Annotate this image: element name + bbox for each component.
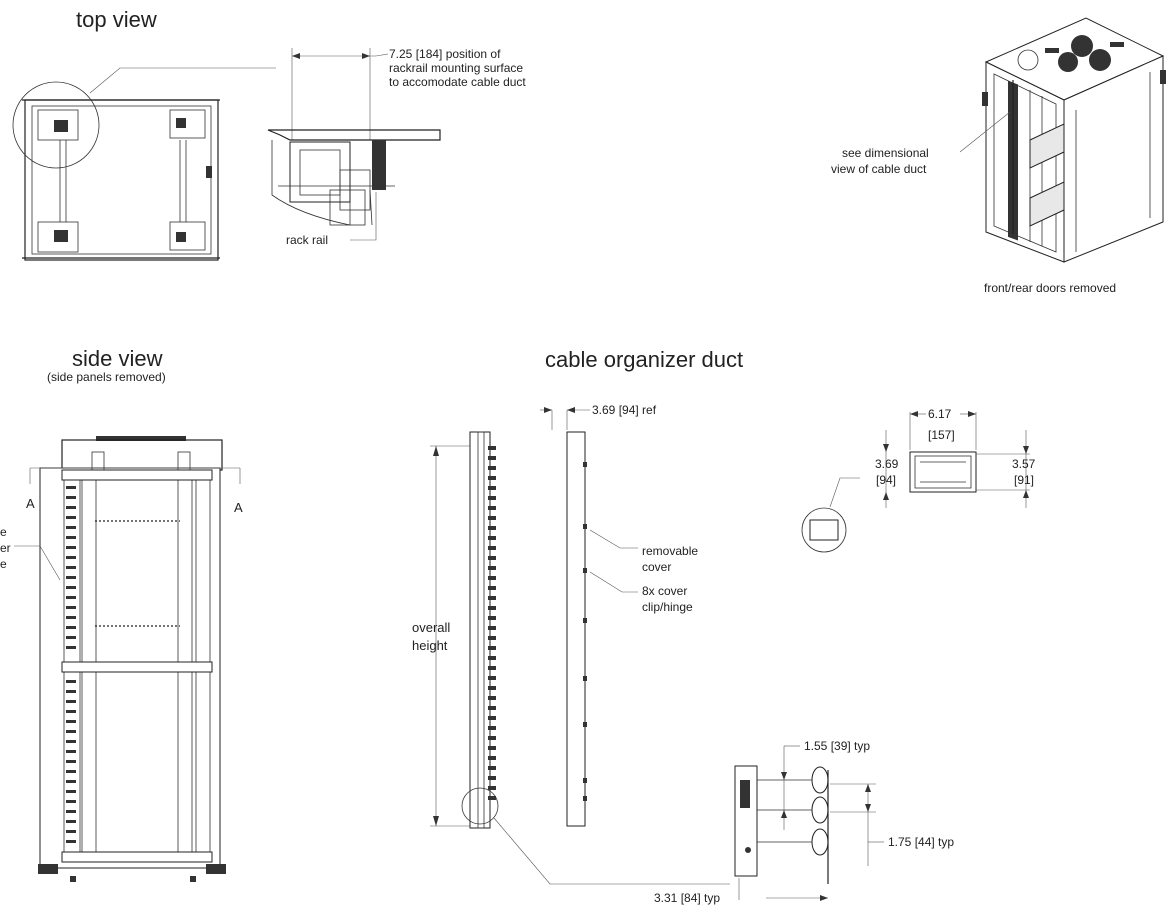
top-view: top view bbox=[12, 7, 276, 261]
height-right-mm: [91] bbox=[1014, 473, 1034, 487]
depth-331-label: 3.31 [84] typ bbox=[654, 891, 720, 905]
rail-dim-label: 7.25 [184] position of bbox=[389, 47, 501, 61]
removable-cover-label-2: cover bbox=[642, 560, 671, 574]
duct-cover bbox=[566, 431, 586, 827]
rail-dim-label-3: to accomodate cable duct bbox=[389, 75, 526, 89]
cut-label-1: e bbox=[0, 525, 7, 539]
width-dim: 6.17 bbox=[928, 407, 952, 421]
removable-cover-label: removable bbox=[642, 544, 698, 558]
doors-removed-caption: front/rear doors removed bbox=[984, 281, 1116, 295]
depth-ref-label: 3.69 [94] ref bbox=[592, 403, 657, 417]
duct-detail-circle bbox=[461, 787, 499, 825]
rail-detail: 7.25 [184] position of rackrail mounting… bbox=[267, 47, 526, 247]
side-view-subtitle: (side panels removed) bbox=[47, 370, 166, 384]
height-left: 3.69 bbox=[875, 457, 899, 471]
cut-label-2: er bbox=[0, 541, 11, 555]
duct-title: cable organizer duct bbox=[545, 347, 743, 372]
section-key-circle bbox=[801, 507, 847, 553]
cable-duct-section: cable organizer duct overall height bbox=[412, 347, 1036, 905]
section-a-right: A bbox=[234, 500, 243, 515]
pitch-175-label: 1.75 [44] typ bbox=[888, 835, 954, 849]
rail-dim-label-2: rackrail mounting surface bbox=[389, 61, 523, 75]
overall-height-label-2: height bbox=[412, 638, 448, 653]
see-dimensional-label-2: view of cable duct bbox=[831, 162, 927, 176]
cut-label-3: e bbox=[0, 557, 7, 571]
overall-height-label: overall bbox=[412, 620, 450, 635]
rack-rail-label: rack rail bbox=[286, 233, 328, 247]
section-a-left: A bbox=[26, 496, 35, 511]
side-view-title: side view bbox=[72, 346, 163, 371]
top-view-frame bbox=[24, 99, 219, 261]
pitch-155-label: 1.55 [39] typ bbox=[804, 739, 870, 753]
height-left-mm: [94] bbox=[876, 473, 896, 487]
side-view: side view (side panels removed) bbox=[0, 346, 243, 882]
width-dim-mm: [157] bbox=[928, 428, 955, 442]
top-view-title: top view bbox=[76, 7, 157, 32]
iso-cabinet-view: see dimensional view of cable duct front… bbox=[831, 17, 1166, 295]
see-dimensional-label: see dimensional bbox=[842, 146, 929, 160]
cover-clip-label: 8x cover bbox=[642, 584, 687, 598]
duct-section bbox=[909, 451, 977, 493]
detail-circle bbox=[12, 81, 100, 169]
height-right: 3.57 bbox=[1012, 457, 1036, 471]
cover-clip-label-2: clip/hinge bbox=[642, 600, 693, 614]
